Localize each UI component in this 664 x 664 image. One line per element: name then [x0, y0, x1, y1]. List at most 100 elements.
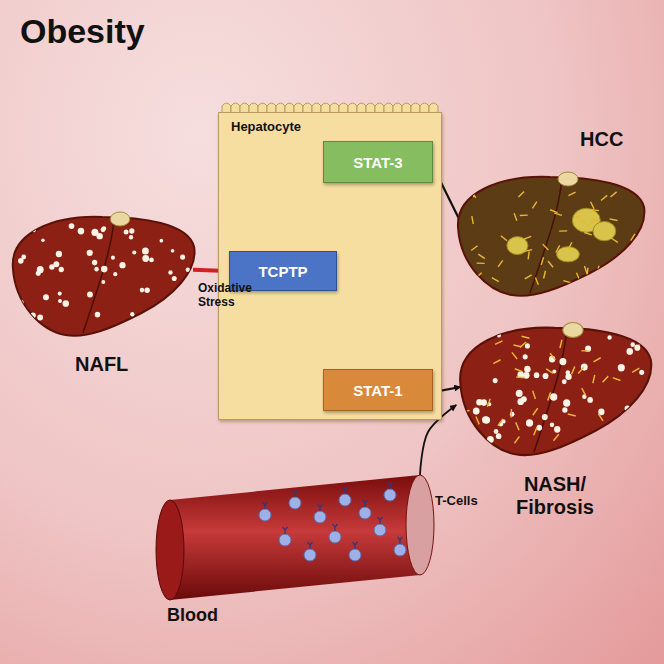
fat-droplet — [92, 260, 97, 266]
fat-droplet — [563, 399, 570, 407]
t-cell — [289, 490, 301, 509]
fat-droplet — [526, 419, 533, 426]
fat-droplet — [481, 399, 487, 406]
blood-vessel-figure: T-CellsBlood — [145, 455, 490, 630]
fibrosis-strand — [560, 340, 562, 348]
fibrosis-strand — [472, 190, 474, 198]
fat-droplet — [524, 366, 530, 373]
fibrosis-strand — [462, 410, 470, 413]
t-cell — [304, 542, 316, 561]
fat-droplet — [124, 230, 129, 235]
fibrosis-strand — [632, 368, 639, 372]
lobe-line — [83, 219, 114, 333]
fibrosis-strand — [584, 232, 592, 234]
node-label: T-Cells — [435, 493, 478, 508]
fibrosis-strand — [593, 375, 595, 383]
fat-droplet — [562, 379, 567, 384]
protein-name: TCPTP — [258, 263, 307, 280]
fat-droplet — [493, 378, 498, 383]
fat-droplet — [587, 397, 593, 403]
t-cell — [384, 482, 396, 501]
liver-illustration — [452, 315, 657, 465]
fat-droplet — [94, 267, 98, 272]
lobe-line — [530, 179, 562, 293]
fibrosis-strand — [581, 350, 589, 352]
node-sublabel: Blood — [167, 605, 218, 626]
fat-droplet — [59, 267, 64, 272]
fibrosis-strand — [532, 202, 536, 209]
node-label: HCC — [580, 128, 623, 151]
liver-outline — [13, 217, 195, 336]
fibrosis-strand — [487, 399, 490, 407]
fibrosis-strand — [611, 238, 618, 242]
fibrosis-strand — [510, 409, 512, 418]
fibrosis-strand — [476, 417, 479, 425]
fibrosis-strand — [591, 280, 599, 282]
fibrosis-strand — [518, 191, 524, 197]
fat-droplet — [111, 256, 115, 260]
fibrosis-strand — [568, 242, 572, 249]
fibrosis-strand — [637, 416, 641, 423]
fibrosis-strand — [471, 246, 477, 251]
fibrosis-strand — [576, 273, 579, 280]
t-cell — [329, 524, 341, 543]
fat-droplet — [534, 372, 540, 378]
liver-illustration — [450, 165, 650, 305]
fat-droplet — [516, 390, 523, 397]
fat-droplet — [159, 309, 163, 313]
t-cell — [359, 500, 371, 519]
fat-droplet — [140, 288, 144, 293]
fibrosis-strand — [550, 210, 558, 213]
protein-name: STAT-3 — [353, 154, 402, 171]
fat-droplet — [129, 235, 133, 239]
fat-droplet — [494, 429, 499, 434]
fat-droplet — [554, 426, 560, 433]
fat-droplet — [525, 343, 530, 348]
fibrosis-strand — [582, 444, 584, 452]
fibrosis-strand — [544, 271, 546, 279]
fibrosis-strand — [591, 202, 594, 209]
fibrosis-strand — [514, 436, 519, 443]
fibrosis-strand — [472, 216, 473, 224]
fat-droplet — [180, 255, 185, 260]
liver-illustration — [5, 205, 200, 345]
fibrosis-strand — [524, 250, 532, 252]
liver-figure: NAFL — [5, 205, 205, 385]
fat-droplet — [615, 426, 621, 433]
liver-figure: NASH/ Fibrosis — [450, 315, 660, 540]
fibrosis-strand — [520, 214, 528, 216]
t-cell — [279, 527, 291, 546]
fat-droplet — [19, 300, 24, 305]
fat-droplet — [626, 348, 633, 355]
fat-droplet — [101, 227, 106, 232]
fat-droplet — [130, 312, 134, 316]
fibrosis-strand — [512, 352, 517, 359]
fat-droplet — [496, 433, 502, 439]
fibrosis-strand — [515, 369, 523, 372]
fibrosis-strand — [501, 236, 507, 241]
fibrosis-strand — [522, 336, 530, 338]
fat-droplet — [172, 276, 177, 281]
fibrosis-strand — [587, 222, 594, 226]
fat-droplet — [642, 401, 649, 409]
fibrosis-strand — [528, 251, 529, 259]
fat-droplet — [142, 255, 149, 262]
node-label: NAFL — [75, 353, 128, 376]
fat-droplet — [639, 370, 644, 375]
fat-droplet — [101, 266, 107, 273]
fat-droplet — [482, 416, 489, 423]
fat-droplet — [497, 333, 501, 337]
fat-droplet — [132, 250, 136, 254]
fibrosis-strand — [601, 195, 607, 200]
fibrosis-strand — [626, 436, 633, 440]
protein-name: STAT-1 — [353, 382, 402, 399]
fat-droplet — [607, 335, 611, 340]
protein-box: STAT-1 — [323, 369, 433, 411]
fibrosis-strand — [524, 236, 531, 239]
fat-droplet — [182, 317, 189, 324]
tumor-nodule — [593, 221, 616, 240]
fat-droplet — [621, 413, 626, 419]
fat-droplet — [97, 233, 103, 239]
fat-droplet — [521, 396, 527, 402]
fibrosis-strand — [476, 273, 482, 278]
